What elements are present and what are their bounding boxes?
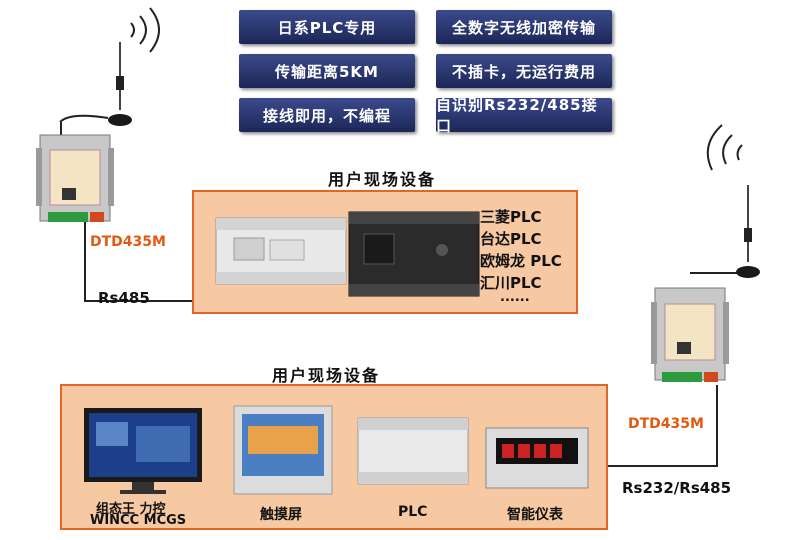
left-wire-vertical	[84, 222, 86, 302]
right-interface-label: Rs232/Rs485	[622, 479, 732, 497]
right-wire-horizontal	[608, 465, 718, 467]
plc-illustration	[215, 211, 480, 297]
left-wire-horizontal	[84, 300, 194, 302]
top-section-title: 用户现场设备	[328, 170, 437, 189]
right-wire-vertical	[716, 385, 718, 467]
device-illustrations	[84, 405, 589, 495]
device-label-meter: 智能仪表	[507, 507, 563, 523]
feature-badge-6: 自识别Rs232/485接口	[436, 96, 612, 135]
feature-badge-2: 全数字无线加密传输	[436, 10, 612, 44]
bottom-section-title: 用户现场设备	[272, 366, 381, 385]
feature-badge-5: 接线即用，不编程	[239, 98, 415, 132]
wireless-signal-icon	[130, 7, 160, 53]
bottom-device-panel: 组态王 力控 WINCC MCGS 触摸屏 PLC 智能仪表	[60, 384, 608, 530]
plc-list-item-1: 三菱PLC	[480, 208, 542, 226]
plc-list-item-3: 欧姆龙 PLC	[480, 252, 562, 270]
feature-badge-1: 日系PLC专用	[239, 10, 415, 44]
right-antenna-cable	[690, 272, 740, 274]
left-antenna-cable	[60, 122, 62, 138]
right-device-model: DTD435M	[628, 416, 704, 432]
wireless-signal-icon	[706, 124, 743, 171]
device-label-scada-1: 组态王 力控	[96, 502, 166, 517]
plc-list-item-4: 汇川PLC	[480, 274, 542, 292]
left-device-model: DTD435M	[90, 234, 166, 250]
device-label-plc: PLC	[398, 504, 428, 520]
left-interface-label: Rs485	[98, 289, 150, 307]
feature-badge-4: 不插卡，无运行费用	[436, 54, 612, 88]
feature-badge-3: 传输距离5KM	[239, 54, 415, 88]
device-label-touchscreen: 触摸屏	[260, 507, 302, 523]
plc-list-item-2: 台达PLC	[480, 230, 542, 248]
plc-list-item-5: ......	[500, 290, 530, 305]
device-label-scada-2: WINCC MCGS	[90, 513, 187, 528]
top-device-panel: 三菱PLC 台达PLC 欧姆龙 PLC 汇川PLC ......	[192, 190, 578, 314]
